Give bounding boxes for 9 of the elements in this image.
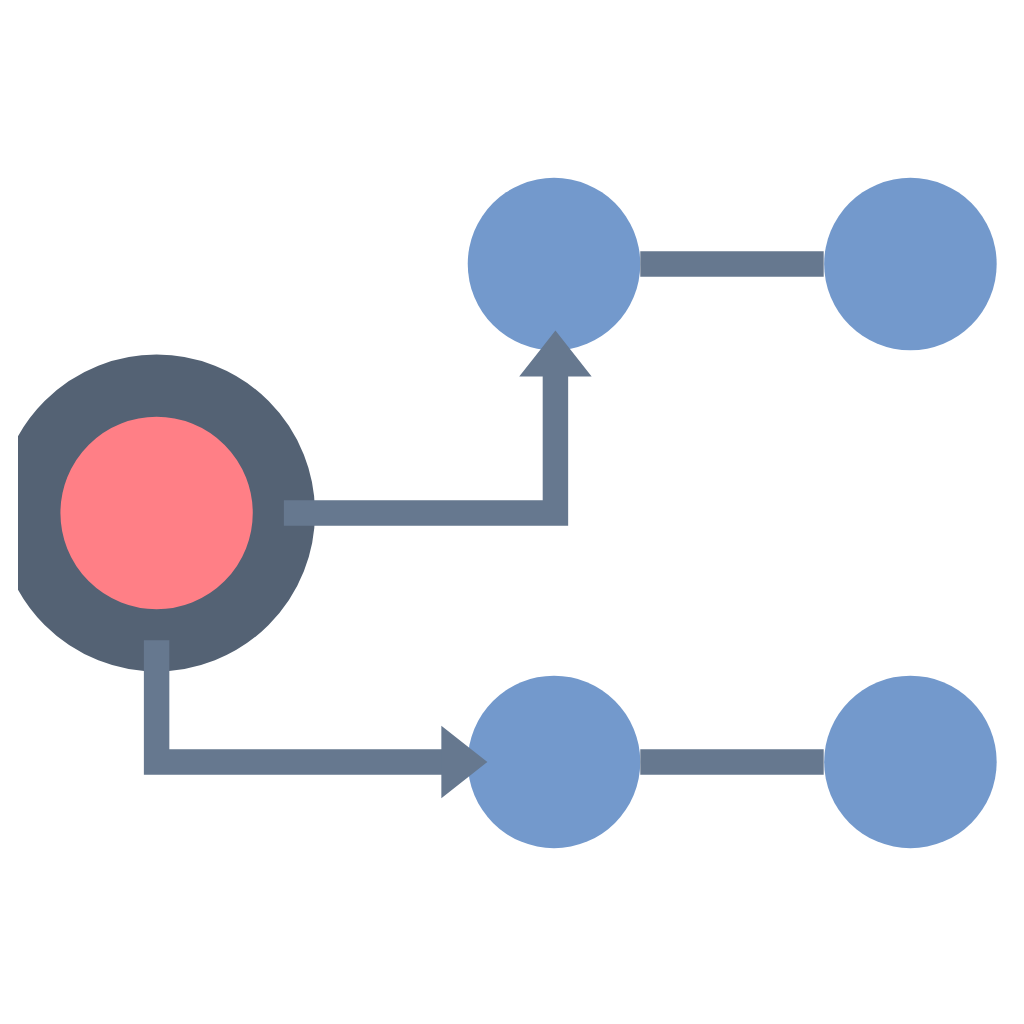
- arrow: [282, 329, 591, 525]
- connector: [639, 250, 823, 276]
- node-circle: [466, 176, 640, 350]
- arrow: [142, 639, 487, 798]
- node-circle: [823, 176, 996, 350]
- node-circle: [466, 674, 640, 848]
- node-circle: [17, 353, 314, 671]
- connector: [639, 748, 823, 774]
- node-circle: [823, 674, 996, 848]
